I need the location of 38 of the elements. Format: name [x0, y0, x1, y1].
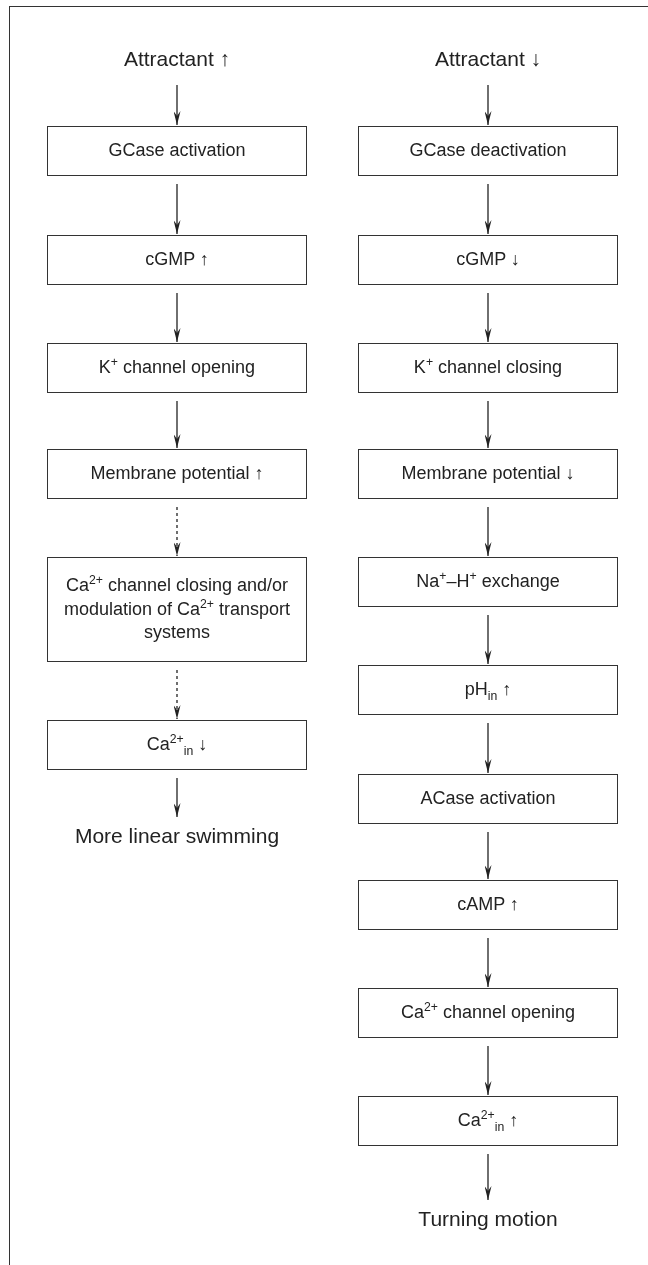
arrow [484, 1045, 492, 1096]
arrow [484, 84, 492, 126]
process-box: pH$_{in}$ ↑ [358, 665, 618, 715]
process-box: K$^{+}$ channel closing [358, 343, 618, 393]
process-box: Ca$^{2+}$ channel closing and/or modulation of Ca$^{2+}$ transport systems [47, 557, 307, 662]
process-box: ACase activation [358, 774, 618, 824]
process-box: Ca$^{2+}$$_{in}$ ↓ [47, 720, 307, 770]
arrow [484, 400, 492, 449]
arrow [173, 506, 181, 557]
node-label: More linear swimming [47, 822, 307, 850]
process-box: cGMP ↓ [358, 235, 618, 285]
process-box: cGMP ↑ [47, 235, 307, 285]
arrow [484, 292, 492, 343]
process-box: cAMP ↑ [358, 880, 618, 930]
process-box: Na$^{+}$–H$^{+}$ exchange [358, 557, 618, 607]
arrow [484, 614, 492, 665]
process-box: Membrane potential ↑ [47, 449, 307, 499]
arrow [484, 831, 492, 880]
process-box: Membrane potential ↓ [358, 449, 618, 499]
arrow [173, 777, 181, 818]
arrow [484, 183, 492, 235]
arrow [173, 669, 181, 720]
process-box: GCase deactivation [358, 126, 618, 176]
arrow [173, 183, 181, 235]
process-box: Ca$^{2+}$ channel opening [358, 988, 618, 1038]
arrow [484, 722, 492, 774]
arrow [173, 292, 181, 343]
arrow [173, 400, 181, 449]
process-box: GCase activation [47, 126, 307, 176]
arrow [484, 937, 492, 988]
node-label: Attractant ↓ [358, 45, 618, 73]
arrow [173, 84, 181, 126]
process-box: Ca$^{2+}$$_{in}$ ↑ [358, 1096, 618, 1146]
node-label: Attractant ↑ [47, 45, 307, 73]
node-label: Turning motion [358, 1205, 618, 1233]
process-box: K$^{+}$ channel opening [47, 343, 307, 393]
arrow [484, 506, 492, 557]
arrow [484, 1153, 492, 1201]
